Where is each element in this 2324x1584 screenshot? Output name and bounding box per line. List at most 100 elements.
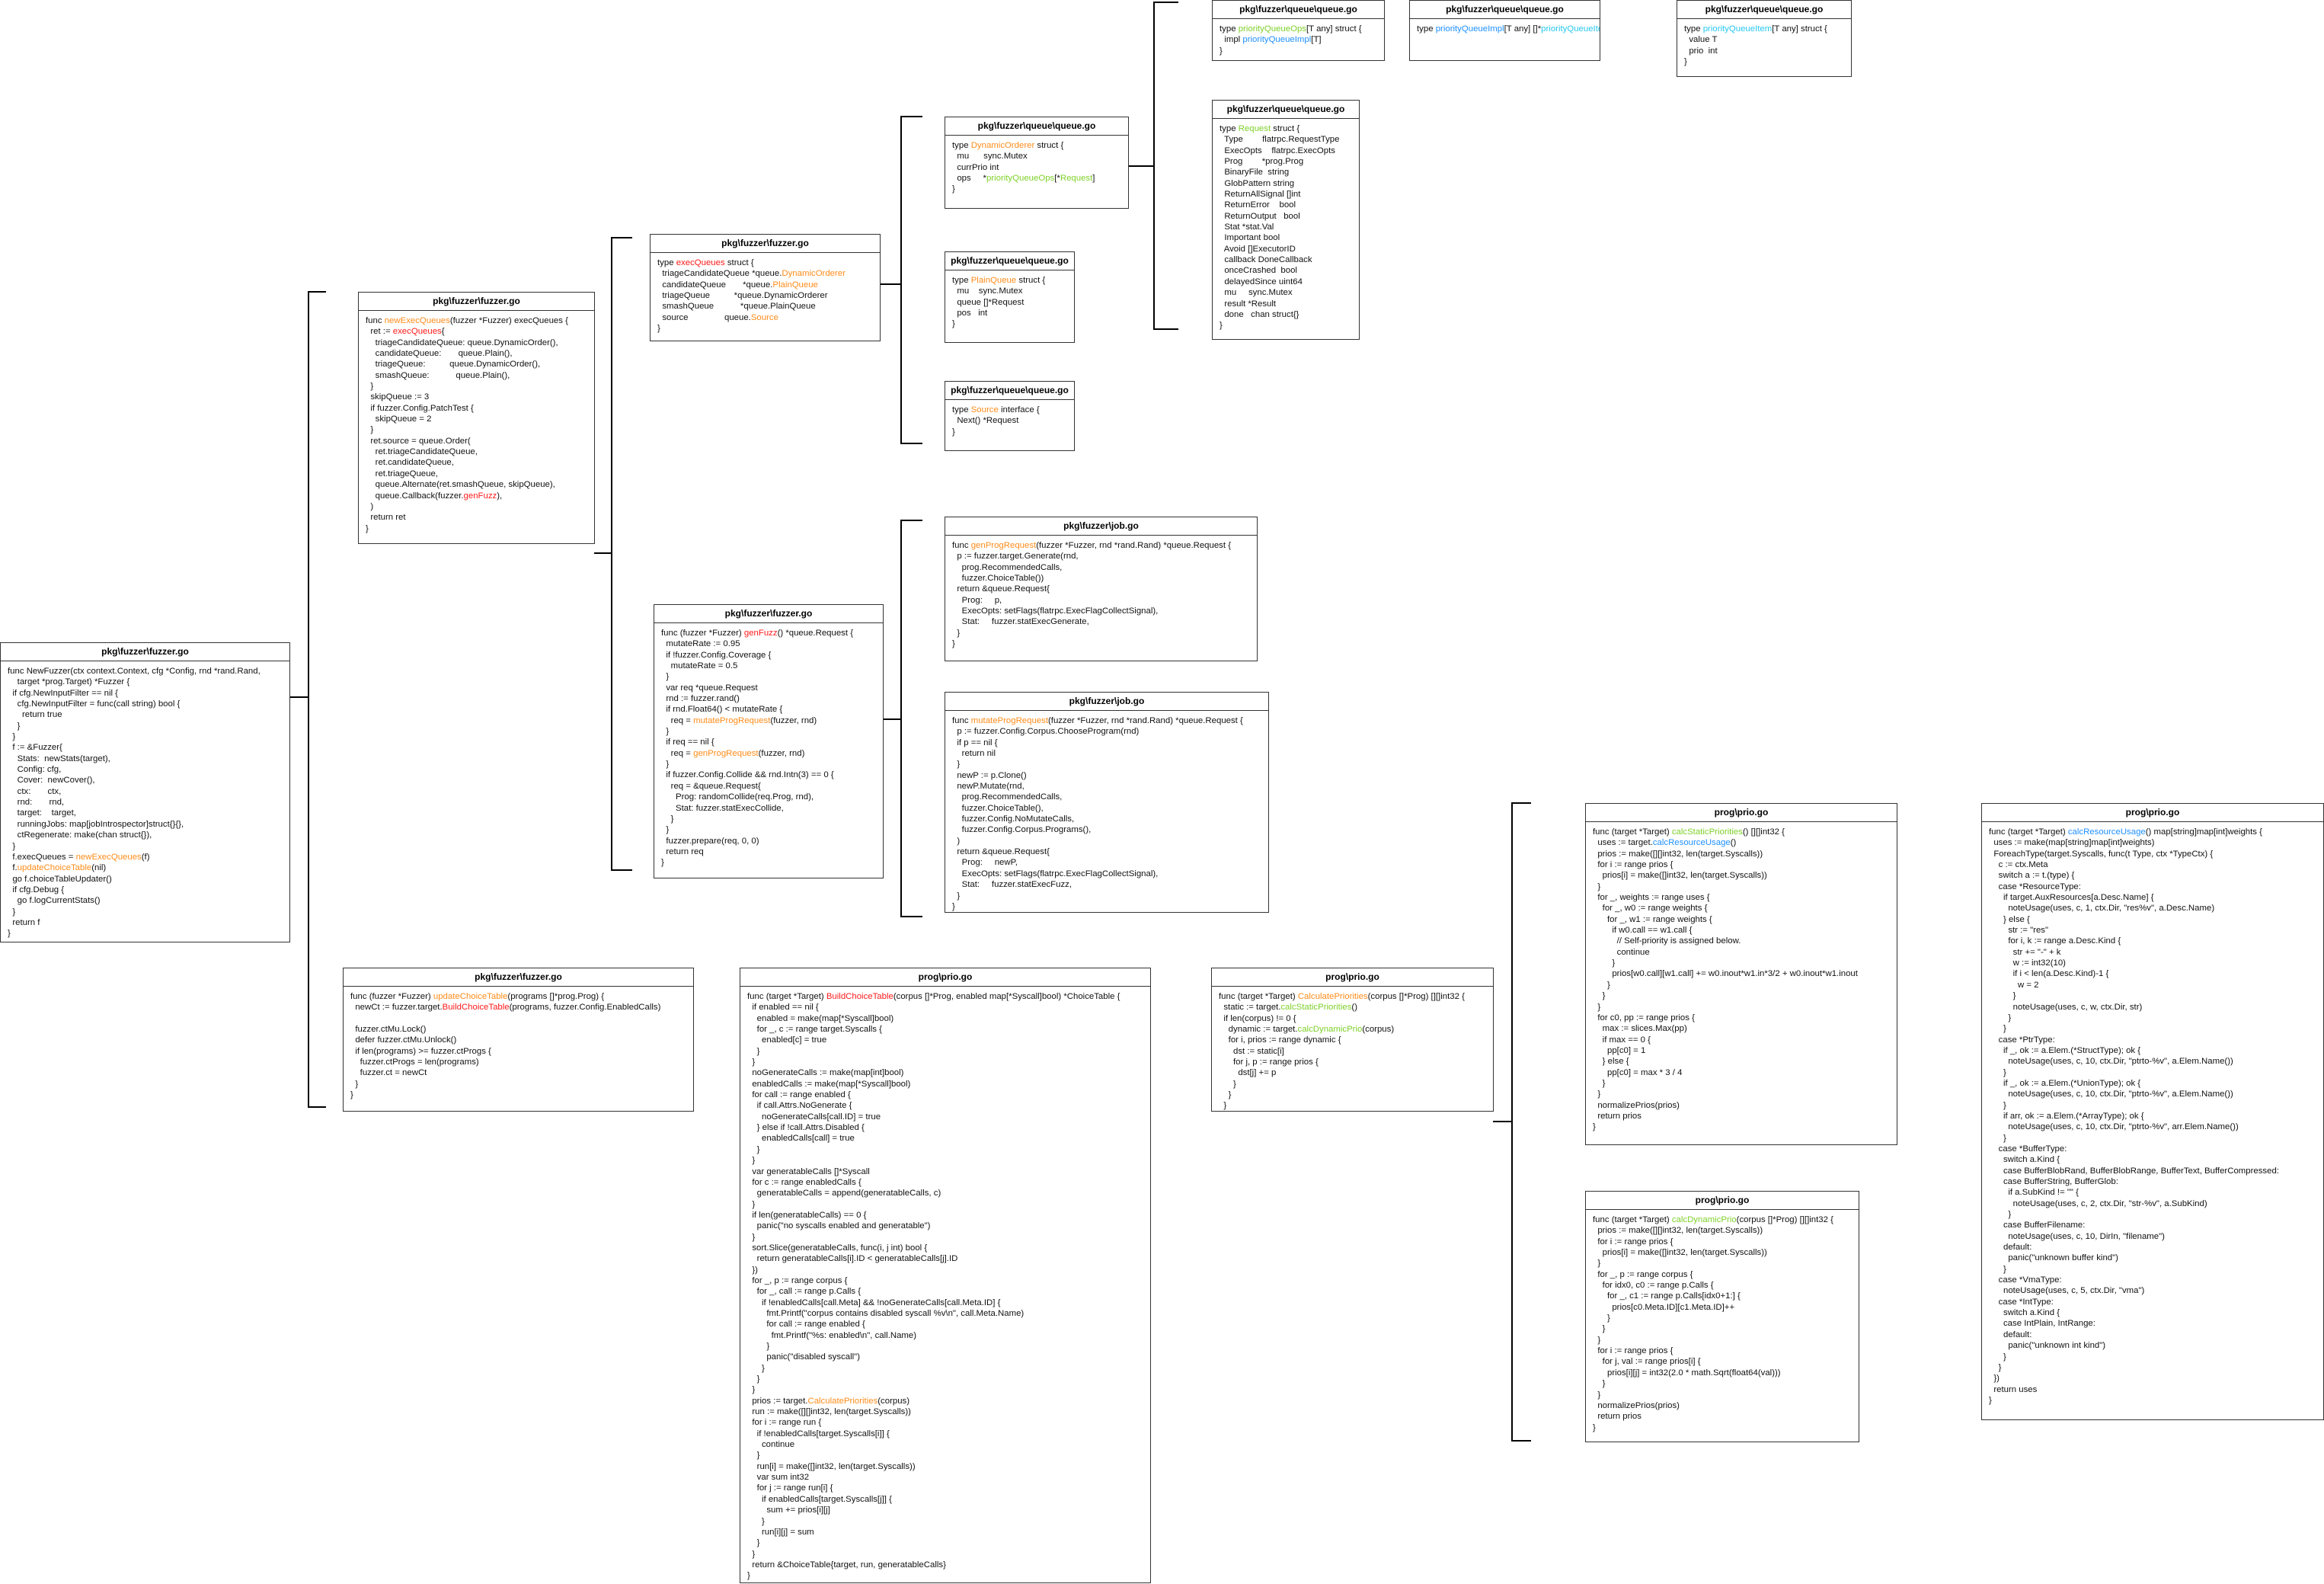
- bracket-newexecqueues: [611, 237, 632, 871]
- bracket-genfuzz: [900, 520, 922, 917]
- code-block: func (target *Target) BuildChoiceTable(c…: [747, 992, 1120, 1581]
- card-title: pkg\fuzzer\queue\queue.go: [1410, 1, 1600, 19]
- code-block: type priorityQueueImpl[T any] []*priorit…: [1410, 19, 1600, 37]
- highlighted-identifier: mutateProgRequest: [693, 715, 771, 725]
- highlighted-identifier: CalculatePriorities: [807, 1396, 878, 1406]
- card-priorityqueueops: pkg\fuzzer\queue\queue.go type priorityQ…: [1212, 0, 1385, 61]
- bracket-dynamicorderer: [1153, 2, 1178, 330]
- card-title: pkg\fuzzer\fuzzer.go: [1, 643, 289, 661]
- code-block: type priorityQueueItem[T any] struct { v…: [1684, 24, 1827, 67]
- card-title: prog\prio.go: [1982, 804, 2323, 822]
- code-block: type Request struct { Type flatrpc.Reque…: [1220, 124, 1340, 331]
- highlighted-identifier: calcDynamicPrio: [1297, 1025, 1363, 1035]
- code-block: func mutateProgRequest(fuzzer *Fuzzer, r…: [952, 716, 1243, 911]
- highlighted-identifier: priorityQueueOps: [986, 174, 1055, 184]
- card-title: prog\prio.go: [1586, 1192, 1859, 1210]
- highlighted-identifier: Source: [970, 405, 999, 414]
- card-genprogrequest: pkg\fuzzer\job.go func genProgRequest(fu…: [945, 517, 1258, 661]
- card-title: prog\prio.go: [740, 968, 1150, 987]
- highlighted-identifier: calcStaticPriorities: [1671, 827, 1743, 837]
- card-request: pkg\fuzzer\queue\queue.go type Request s…: [1212, 100, 1360, 340]
- card-priorityqueueimpl: pkg\fuzzer\queue\queue.go type priorityQ…: [1409, 0, 1600, 61]
- code-block: func NewFuzzer(ctx context.Context, cfg …: [8, 667, 261, 939]
- highlighted-identifier: priorityQueueItem: [1541, 24, 1600, 34]
- highlighted-identifier: genFuzz: [463, 491, 497, 501]
- highlighted-identifier: calcStaticPriorities: [1280, 1003, 1352, 1013]
- highlighted-identifier: BuildChoiceTable: [442, 1003, 510, 1013]
- bracket-newfuzzer: [308, 291, 326, 1108]
- card-title: prog\prio.go: [1586, 804, 1897, 822]
- card-priorityqueueitem: pkg\fuzzer\queue\queue.go type priorityQ…: [1677, 0, 1852, 77]
- highlighted-identifier: Source: [750, 312, 778, 322]
- highlighted-identifier: genProgRequest: [970, 541, 1037, 550]
- card-calcstaticpriorities: prog\prio.go func (target *Target) calcS…: [1585, 803, 1897, 1145]
- highlighted-identifier: updateChoiceTable: [433, 992, 508, 1001]
- code-block: func (fuzzer *Fuzzer) updateChoiceTable(…: [350, 992, 661, 1100]
- highlighted-identifier: genProgRequest: [693, 748, 759, 758]
- highlighted-identifier: Request: [1060, 174, 1093, 184]
- card-title: pkg\fuzzer\queue\queue.go: [1213, 101, 1359, 119]
- highlighted-identifier: DynamicOrderer: [970, 141, 1035, 150]
- card-title: pkg\fuzzer\fuzzer.go: [344, 968, 693, 987]
- highlighted-identifier: PlainQueue: [772, 280, 818, 290]
- code-block: func newExecQueues(fuzzer *Fuzzer) execQ…: [366, 316, 568, 533]
- code-block: func (target *Target) calcResourceUsage(…: [1989, 827, 2279, 1405]
- highlighted-identifier: calcResourceUsage: [1652, 838, 1731, 848]
- highlighted-identifier: execQueues: [392, 327, 442, 337]
- code-block: func (target *Target) CalculatePrioritie…: [1219, 992, 1465, 1111]
- card-execqueues: pkg\fuzzer\fuzzer.go type execQueues str…: [650, 234, 881, 341]
- card-dynamicorderer: pkg\fuzzer\queue\queue.go type DynamicOr…: [945, 117, 1129, 209]
- bracket-execqueues: [900, 116, 922, 444]
- card-title: prog\prio.go: [1212, 968, 1493, 987]
- highlighted-identifier: priorityQueueOps: [1238, 24, 1306, 34]
- code-block: type execQueues struct { triageCandidate…: [657, 258, 846, 334]
- code-block: type DynamicOrderer struct { mu sync.Mut…: [952, 141, 1095, 194]
- highlighted-identifier: execQueues: [676, 258, 725, 267]
- card-title: pkg\fuzzer\fuzzer.go: [359, 293, 594, 311]
- card-title: pkg\fuzzer\job.go: [945, 693, 1268, 711]
- highlighted-identifier: newExecQueues: [384, 316, 450, 325]
- card-title: pkg\fuzzer\job.go: [945, 517, 1257, 536]
- highlighted-identifier: CalculatePriorities: [1297, 992, 1368, 1001]
- code-block: func (fuzzer *Fuzzer) genFuzz() *queue.R…: [661, 629, 853, 868]
- card-title: pkg\fuzzer\queue\queue.go: [1677, 1, 1851, 19]
- card-title: pkg\fuzzer\fuzzer.go: [654, 605, 883, 623]
- highlighted-identifier: Request: [1238, 124, 1271, 133]
- code-block: func (target *Target) calcStaticPrioriti…: [1593, 827, 1858, 1132]
- highlighted-identifier: PlainQueue: [970, 276, 1017, 285]
- card-title: pkg\fuzzer\queue\queue.go: [945, 252, 1074, 270]
- card-plainqueue: pkg\fuzzer\queue\queue.go type PlainQueu…: [945, 251, 1075, 343]
- code-block: type priorityQueueOps[T any] struct { im…: [1220, 24, 1362, 56]
- code-block: type Source interface { Next() *Request …: [952, 405, 1040, 437]
- card-calcdynamicprio: prog\prio.go func (target *Target) calcD…: [1585, 1191, 1859, 1442]
- highlighted-identifier: updateChoiceTable: [17, 863, 92, 873]
- code-block: func (target *Target) calcDynamicPrio(co…: [1593, 1215, 1833, 1432]
- highlighted-identifier: genFuzz: [743, 629, 778, 638]
- highlighted-identifier: BuildChoiceTable: [826, 992, 893, 1001]
- code-block: type PlainQueue struct { mu sync.Mutex q…: [952, 276, 1046, 329]
- highlighted-identifier: priorityQueueItem: [1702, 24, 1773, 34]
- card-title: pkg\fuzzer\queue\queue.go: [945, 117, 1128, 136]
- highlighted-identifier: newExecQueues: [75, 852, 142, 862]
- highlighted-identifier: DynamicOrderer: [782, 269, 846, 279]
- card-updatechoicetable: pkg\fuzzer\fuzzer.go func (fuzzer *Fuzze…: [343, 968, 694, 1112]
- card-title: pkg\fuzzer\queue\queue.go: [945, 382, 1074, 400]
- card-title: pkg\fuzzer\fuzzer.go: [651, 235, 880, 253]
- highlighted-identifier: calcResourceUsage: [2067, 827, 2146, 837]
- card-calculatepriorities: prog\prio.go func (target *Target) Calcu…: [1211, 968, 1494, 1112]
- card-genfuzz: pkg\fuzzer\fuzzer.go func (fuzzer *Fuzze…: [654, 604, 884, 878]
- highlighted-identifier: calcDynamicPrio: [1671, 1215, 1737, 1224]
- card-calcresourceusage: prog\prio.go func (target *Target) calcR…: [1981, 803, 2324, 1420]
- highlighted-identifier: mutateProgRequest: [970, 716, 1049, 725]
- highlighted-identifier: priorityQueueImpl: [1242, 35, 1312, 45]
- highlighted-identifier: priorityQueueImpl: [1435, 24, 1504, 34]
- card-buildchoicetable: prog\prio.go func (target *Target) Build…: [740, 968, 1151, 1583]
- code-block: func genProgRequest(fuzzer *Fuzzer, rnd …: [952, 541, 1232, 649]
- card-title: pkg\fuzzer\queue\queue.go: [1213, 1, 1384, 19]
- card-newfuzzer: pkg\fuzzer\fuzzer.go func NewFuzzer(ctx …: [0, 642, 290, 942]
- bracket-calculatepriorities: [1511, 802, 1531, 1442]
- card-source: pkg\fuzzer\queue\queue.go type Source in…: [945, 381, 1075, 451]
- card-mutateprogrequest: pkg\fuzzer\job.go func mutateProgRequest…: [945, 692, 1269, 913]
- card-newexecqueues: pkg\fuzzer\fuzzer.go func newExecQueues(…: [358, 292, 595, 544]
